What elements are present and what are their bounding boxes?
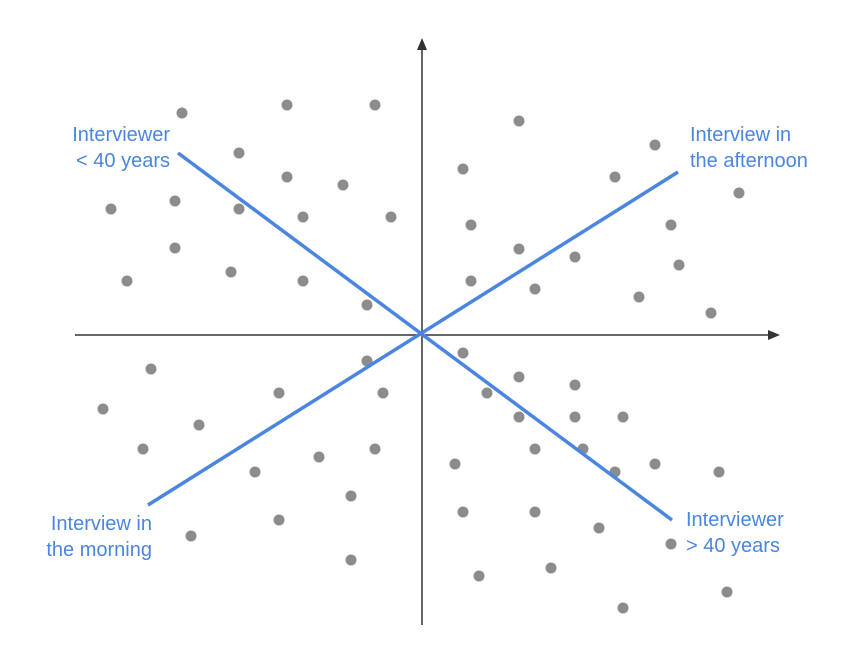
diagonal-line-age	[176, 151, 674, 522]
scatter-dot	[569, 251, 581, 263]
label-line: the morning	[46, 539, 152, 561]
label-line: < 40 years	[76, 150, 170, 172]
scatter-dot	[369, 99, 381, 111]
label-interview-afternoon: Interview in the afternoon	[690, 122, 808, 174]
label-line: the afternoon	[690, 150, 808, 172]
scatter-dot	[617, 602, 629, 614]
label-interviewer-under-40: Interviewer < 40 years	[72, 122, 170, 174]
scatter-dot	[513, 371, 525, 383]
scatter-dot	[137, 443, 149, 455]
scatter-dot	[569, 379, 581, 391]
label-interview-morning: Interview in the morning	[46, 511, 152, 563]
scatter-dot	[337, 179, 349, 191]
scatter-dot	[593, 522, 605, 534]
vertical-axis-arrow	[417, 38, 427, 50]
scatter-dot	[473, 570, 485, 582]
scatter-dot	[185, 530, 197, 542]
scatter-dot	[297, 275, 309, 287]
scatter-dot	[273, 387, 285, 399]
scatter-dot	[176, 107, 188, 119]
scatter-dot	[273, 514, 285, 526]
label-line: Interview in	[690, 124, 792, 146]
scatter-dot	[465, 275, 477, 287]
scatter-dot	[529, 506, 541, 518]
scatter-dot	[345, 490, 357, 502]
scatter-dot	[169, 195, 181, 207]
label-line: Interview in	[50, 513, 152, 535]
scatter-dot	[721, 586, 733, 598]
scatter-dot	[513, 115, 525, 127]
scatter-dot	[465, 219, 477, 231]
scatter-dot	[457, 506, 469, 518]
scatter-dot	[233, 147, 245, 159]
scatter-dot	[145, 363, 157, 375]
scatter-dot	[665, 538, 677, 550]
scatter-dot	[249, 466, 261, 478]
label-line: Interviewer	[686, 509, 784, 531]
scatter-dot	[609, 171, 621, 183]
scatter-dot	[281, 171, 293, 183]
scatter-dot	[233, 203, 245, 215]
scatter-dot	[649, 139, 661, 151]
scatter-dot	[457, 347, 469, 359]
scatter-dot	[361, 299, 373, 311]
scatter-dot	[617, 411, 629, 423]
scatter-dot	[449, 458, 461, 470]
scatter-dot	[457, 163, 469, 175]
scatter-dot	[569, 411, 581, 423]
scatter-dot	[345, 554, 357, 566]
label-line: > 40 years	[686, 535, 780, 557]
dots	[97, 99, 745, 614]
scatter-dot	[377, 387, 389, 399]
scatter-dot	[705, 307, 717, 319]
scatter-dot	[649, 458, 661, 470]
scatter-dot	[169, 242, 181, 254]
scatter-dot	[225, 266, 237, 278]
label-line: Interviewer	[72, 124, 170, 146]
scatter-dot	[665, 219, 677, 231]
axes	[75, 38, 780, 625]
scatter-dot	[313, 451, 325, 463]
scatter-dot	[713, 466, 725, 478]
scatter-dot	[97, 403, 109, 415]
scatter-dot	[121, 275, 133, 287]
scatter-dot	[297, 211, 309, 223]
label-interviewer-over-40: Interviewer > 40 years	[686, 507, 784, 559]
diagonal-line-time	[147, 170, 679, 507]
scatter-dot	[281, 99, 293, 111]
scatter-dot	[369, 443, 381, 455]
scatter-dot	[193, 419, 205, 431]
scatter-dot	[545, 562, 557, 574]
horizontal-axis-arrow	[768, 330, 780, 340]
diagonal-lines	[147, 151, 679, 522]
scatter-dot	[481, 387, 493, 399]
scatter-dot	[733, 187, 745, 199]
scatter-dot	[529, 443, 541, 455]
scatter-dot	[529, 283, 541, 295]
scatter-dot	[513, 243, 525, 255]
scatter-dot	[105, 203, 117, 215]
scatter-dot	[513, 411, 525, 423]
scatter-dot	[633, 291, 645, 303]
scatter-dot	[385, 211, 397, 223]
scatter-dot	[673, 259, 685, 271]
